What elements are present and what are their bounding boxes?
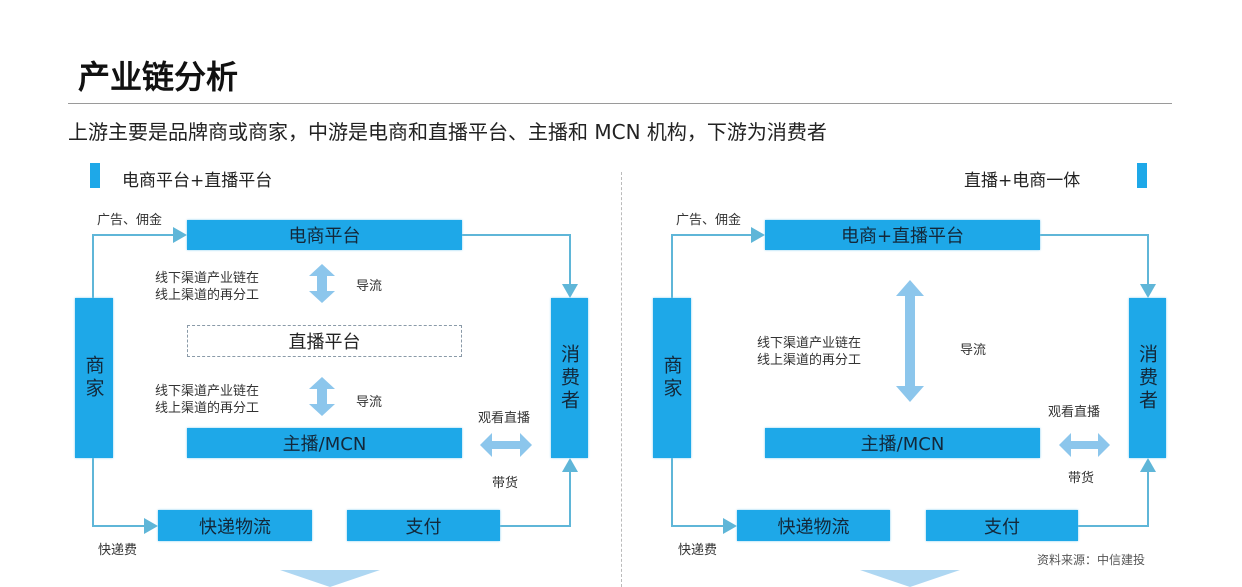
line-merchant-to-platform (92, 227, 187, 298)
anchor-mcn-box: 主播/MCN (765, 428, 1040, 458)
line-payment-to-consumer-r (1078, 458, 1156, 527)
line-merchant-to-logistics-r (671, 458, 737, 534)
consumer-box: 消费者 (1129, 298, 1166, 458)
line-merchant-to-logistics (92, 458, 158, 534)
sell-goods-label: 带货 (1068, 471, 1095, 486)
double-arrow-vertical-icon (309, 264, 335, 303)
double-arrow-horizontal-icon (1059, 433, 1110, 457)
division-text-line: 线下渠道产业链在 (757, 336, 862, 351)
section-label-right: 直播+电商一体 (964, 171, 1081, 191)
sell-goods-label: 带货 (492, 476, 519, 491)
flow-label: 导流 (960, 343, 987, 358)
ecommerce-platform-box: 电商平台 (187, 220, 462, 250)
down-arrow-icon (860, 570, 960, 587)
division-text-line: 线下渠道产业链在 (155, 384, 260, 399)
delivery-fee-label: 快递费 (678, 543, 718, 558)
division-text-line: 线上渠道的再分工 (757, 353, 862, 368)
live-platform-box: 直播平台 (187, 325, 462, 357)
merchant-box: 商家 (75, 298, 113, 458)
division-text: 线下渠道产业链在线上渠道的再分工 (757, 335, 861, 369)
section-marker-right (1137, 163, 1147, 188)
down-arrow-icon (280, 570, 380, 587)
double-arrow-vertical-icon (896, 280, 924, 402)
double-arrow-horizontal-icon (480, 433, 532, 457)
panel-divider (621, 172, 622, 587)
section-label-left: 电商平台+直播平台 (122, 171, 273, 191)
subtitle: 上游主要是品牌商或商家，中游是电商和直播平台、主播和 MCN 机构，下游为消费者 (68, 120, 827, 144)
ecommerce-live-platform-box: 电商+直播平台 (765, 220, 1040, 250)
watch-live-label: 观看直播 (478, 411, 531, 426)
payment-box: 支付 (347, 510, 500, 541)
double-arrow-vertical-icon (309, 377, 335, 416)
ad-commission-label: 广告、佣金 (97, 213, 163, 228)
division-text-line: 线下渠道产业链在 (155, 271, 260, 286)
division-text-line: 线上渠道的再分工 (155, 288, 260, 303)
anchor-mcn-box: 主播/MCN (187, 428, 462, 458)
consumer-box: 消费者 (551, 298, 588, 458)
logistics-box: 快递物流 (737, 510, 890, 541)
source-note: 资料来源：中信建投 (1037, 553, 1146, 567)
ad-commission-label: 广告、佣金 (676, 213, 742, 228)
division-text: 线下渠道产业链在线上渠道的再分工 (155, 270, 259, 304)
flow-label: 导流 (356, 395, 383, 410)
division-text: 线下渠道产业链在线上渠道的再分工 (155, 383, 259, 417)
line-merchant-to-platform-r (671, 227, 765, 298)
section-marker-left (90, 163, 100, 188)
line-platform-to-consumer (462, 234, 578, 298)
flow-label: 导流 (356, 279, 383, 294)
merchant-box: 商家 (653, 298, 691, 458)
division-text-line: 线上渠道的再分工 (155, 401, 260, 416)
watch-live-label: 观看直播 (1048, 405, 1101, 420)
logistics-box: 快递物流 (158, 510, 312, 541)
page-title: 产业链分析 (78, 58, 239, 96)
line-platform-to-consumer-r (1040, 234, 1156, 298)
title-divider (68, 103, 1172, 104)
payment-box: 支付 (926, 510, 1078, 541)
delivery-fee-label: 快递费 (98, 543, 138, 558)
line-payment-to-consumer (500, 458, 578, 527)
